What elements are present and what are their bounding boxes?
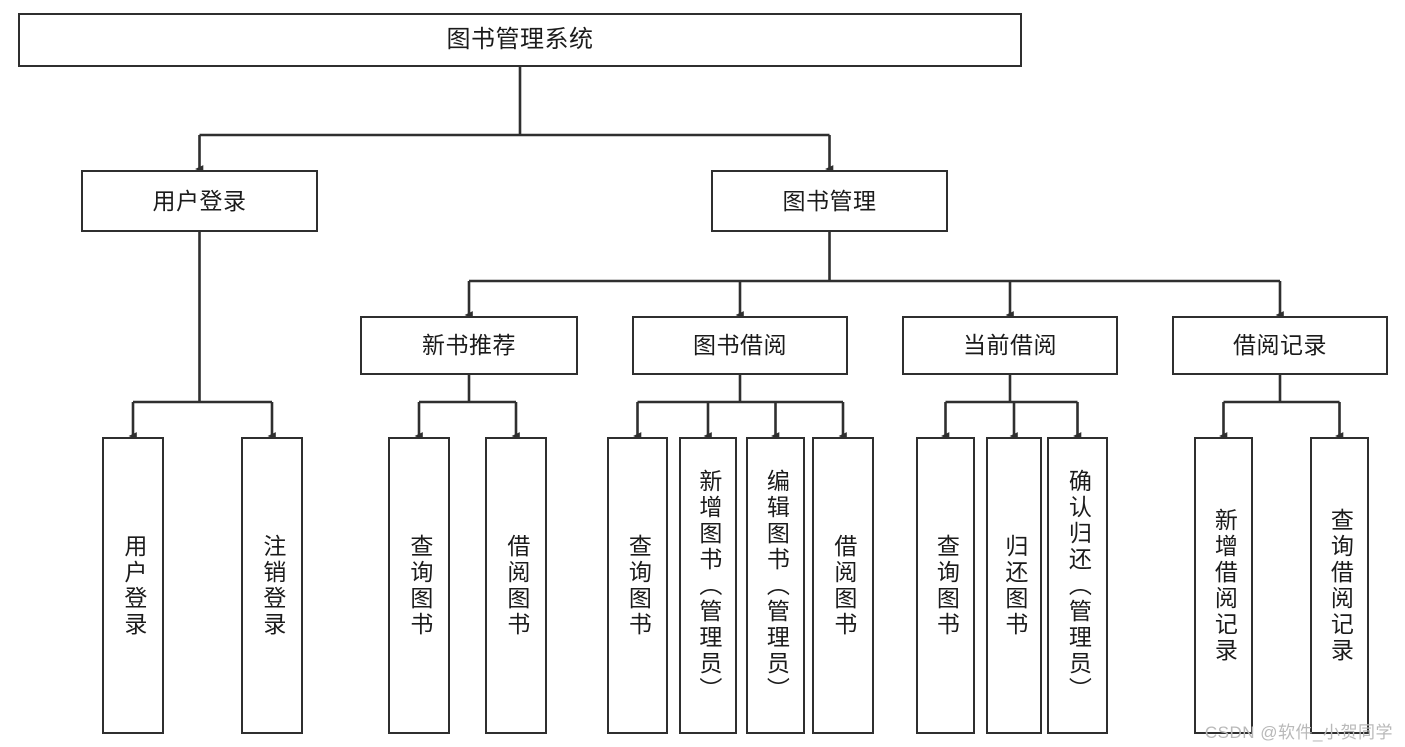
node-label-book-borrow: 图书借阅 [693,332,787,359]
node-label-leaf-edit-book: 编辑图书（管理员） [763,468,790,703]
node-label-leaf-query-book-rec: 查询图书 [406,533,433,638]
node-label-leaf-query-record: 查询借阅记录 [1327,507,1354,664]
node-leaf-add-book[interactable]: 新增图书（管理员） [679,437,737,734]
node-leaf-logout[interactable]: 注销登录 [241,437,303,734]
node-current-borrow[interactable]: 当前借阅 [902,316,1118,375]
node-book-manage[interactable]: 图书管理 [711,170,948,232]
node-book-borrow[interactable]: 图书借阅 [632,316,848,375]
node-leaf-query-record[interactable]: 查询借阅记录 [1310,437,1369,734]
node-label-leaf-query-book-cur: 查询图书 [933,533,960,638]
node-leaf-confirm-return[interactable]: 确认归还（管理员） [1047,437,1108,734]
node-leaf-query-book-bor[interactable]: 查询图书 [607,437,668,734]
node-label-leaf-confirm-return: 确认归还（管理员） [1065,468,1092,703]
node-leaf-borrow-book-rec[interactable]: 借阅图书 [485,437,547,734]
node-label-new-book-recommend: 新书推荐 [422,332,516,359]
node-leaf-return-book[interactable]: 归还图书 [986,437,1042,734]
node-label-leaf-query-book-bor: 查询图书 [625,533,652,638]
node-user-login[interactable]: 用户登录 [81,170,318,232]
node-label-user-login: 用户登录 [152,187,247,214]
node-leaf-query-book-cur[interactable]: 查询图书 [916,437,975,734]
node-label-book-manage: 图书管理 [782,187,877,214]
node-label-current-borrow: 当前借阅 [963,332,1057,359]
node-label-root: 图书管理系统 [446,26,594,54]
node-label-borrow-record: 借阅记录 [1233,332,1327,359]
node-label-leaf-borrow-book-bor: 借阅图书 [830,533,857,638]
node-leaf-add-record[interactable]: 新增借阅记录 [1194,437,1253,734]
node-leaf-query-book-rec[interactable]: 查询图书 [388,437,450,734]
node-label-leaf-add-book: 新增图书（管理员） [695,468,722,703]
node-leaf-edit-book[interactable]: 编辑图书（管理员） [746,437,805,734]
node-label-leaf-add-record: 新增借阅记录 [1211,507,1238,664]
node-label-leaf-borrow-book-rec: 借阅图书 [503,533,530,638]
node-borrow-record[interactable]: 借阅记录 [1172,316,1388,375]
csdn-watermark: CSDN @软件_小贺同学 [1204,723,1393,742]
node-new-book-recommend[interactable]: 新书推荐 [360,316,578,375]
node-root[interactable]: 图书管理系统 [18,13,1022,67]
node-leaf-borrow-book-bor[interactable]: 借阅图书 [812,437,874,734]
node-label-leaf-return-book: 归还图书 [1001,533,1028,638]
node-leaf-user-login[interactable]: 用户登录 [102,437,164,734]
node-label-leaf-user-login: 用户登录 [120,533,147,638]
node-label-leaf-logout: 注销登录 [259,533,286,638]
